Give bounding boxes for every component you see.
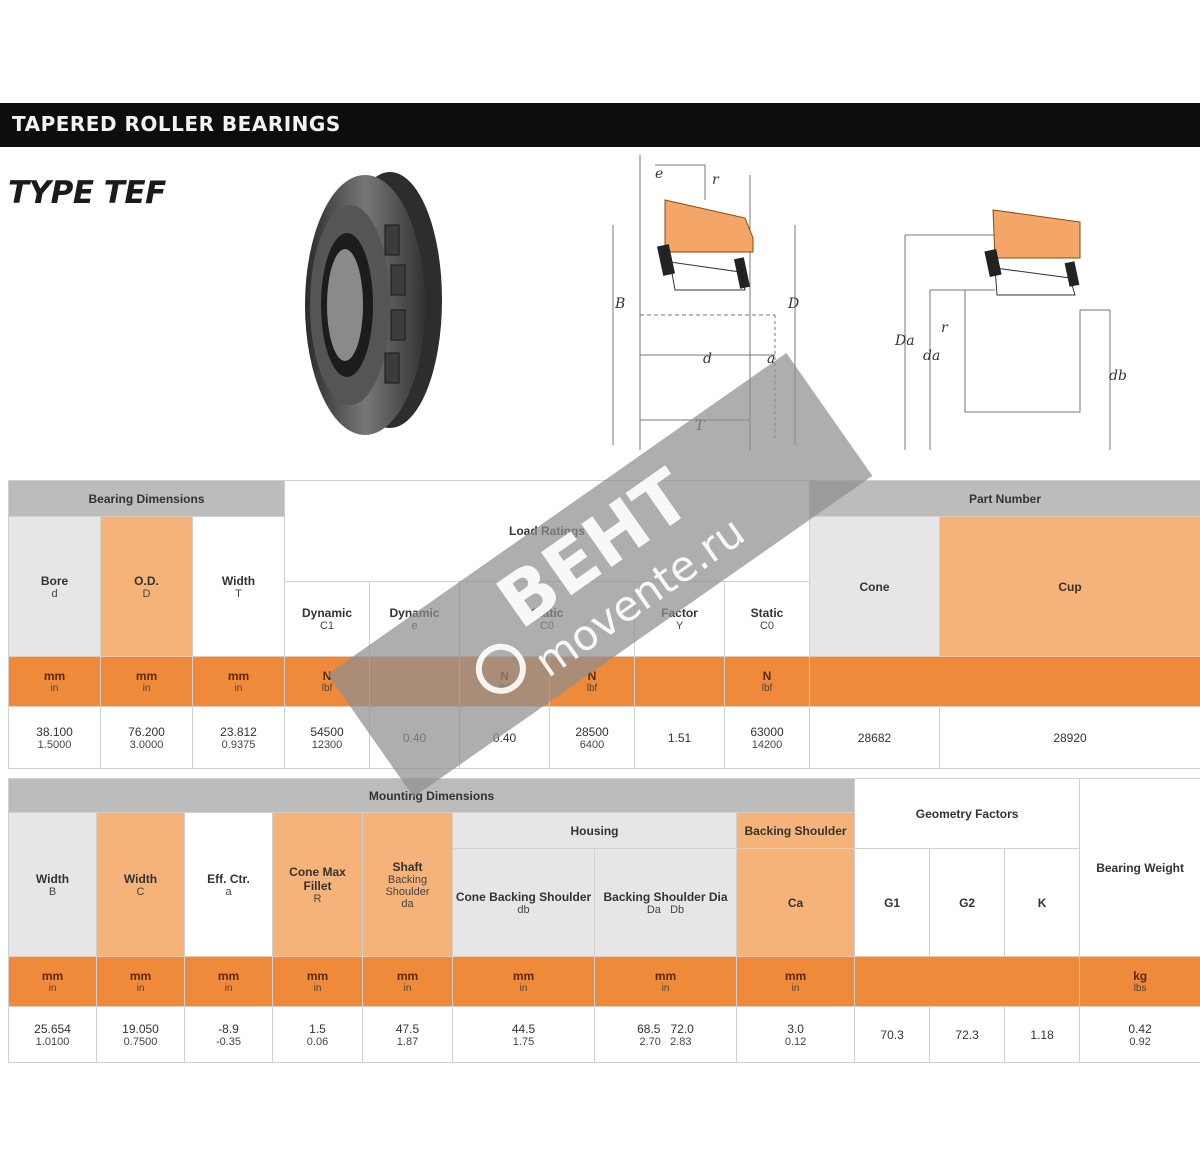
col-housing: Housing bbox=[452, 812, 737, 849]
diagram-label-D: D bbox=[787, 296, 799, 312]
unit-cell bbox=[809, 656, 1200, 707]
bearing-photo bbox=[305, 172, 442, 435]
col-cup: Cup bbox=[939, 516, 1200, 657]
diagram-label-a: a bbox=[767, 351, 775, 367]
col-od: O.D.D bbox=[100, 516, 193, 657]
diagram-label-d-outer: B bbox=[614, 296, 625, 312]
group-part-number: Part Number bbox=[809, 480, 1200, 517]
page-title: TAPERED ROLLER BEARINGS bbox=[12, 112, 341, 136]
cross-section-diagram: B D d T r a e bbox=[612, 155, 799, 450]
table-cell: 1.18 bbox=[1004, 1006, 1081, 1063]
type-label: TYPE TEF bbox=[8, 175, 166, 211]
table-cell: 0.40 bbox=[369, 706, 460, 769]
diagram-label-e: e bbox=[655, 166, 663, 182]
col-cone: Cone bbox=[809, 516, 941, 657]
table-cell: 0.40 bbox=[459, 706, 550, 769]
group-geometry-factors: Geometry Factors bbox=[854, 778, 1081, 849]
diagram-label-db: db bbox=[1109, 368, 1127, 384]
mounting-table: Mounting Dimensions Geometry Factors Bea… bbox=[7, 778, 1200, 1063]
group-mounting-dimensions: Mounting Dimensions bbox=[7, 778, 856, 813]
diagram-label-da: da bbox=[923, 348, 940, 364]
col-g2: G2 bbox=[929, 848, 1006, 957]
group-bearing-dimensions: Bearing Dimensions bbox=[8, 480, 285, 517]
mounting-diagram: Da da db r bbox=[894, 209, 1127, 450]
table-cell: -8.9-0.35 bbox=[184, 1006, 273, 1063]
header-bar: TAPERED ROLLER BEARINGS bbox=[0, 103, 1200, 147]
col-g1: G1 bbox=[854, 848, 931, 957]
col-eff-center: Eff. Ctr.a bbox=[184, 812, 273, 957]
diagram-label-d: d bbox=[703, 351, 712, 367]
col-bearing-weight: Bearing Weight bbox=[1079, 778, 1200, 957]
diagram-label-r2: r bbox=[941, 320, 949, 336]
table-cell: 72.3 bbox=[929, 1006, 1006, 1063]
table-cell: 1.51 bbox=[634, 706, 725, 769]
unit-cell bbox=[369, 656, 460, 707]
group-load-ratings: Load Ratings bbox=[283, 480, 811, 582]
table-cell: 70.3 bbox=[854, 1006, 931, 1063]
bearing-table: Bearing Dimensions Load Ratings Part Num… bbox=[8, 480, 1200, 769]
unit-cell bbox=[854, 956, 1081, 1007]
table-cell: 28682 bbox=[809, 706, 941, 769]
col-k: K bbox=[1004, 848, 1081, 957]
col-backing-shoulder-ca: Ca bbox=[735, 848, 856, 957]
diagram-label-Da: Da bbox=[894, 333, 915, 349]
unit-cell bbox=[634, 656, 725, 707]
col-backing-shoulder: Backing Shoulder bbox=[735, 812, 856, 849]
table-cell: 28920 bbox=[939, 706, 1200, 769]
diagram-label-r: r bbox=[712, 172, 720, 188]
